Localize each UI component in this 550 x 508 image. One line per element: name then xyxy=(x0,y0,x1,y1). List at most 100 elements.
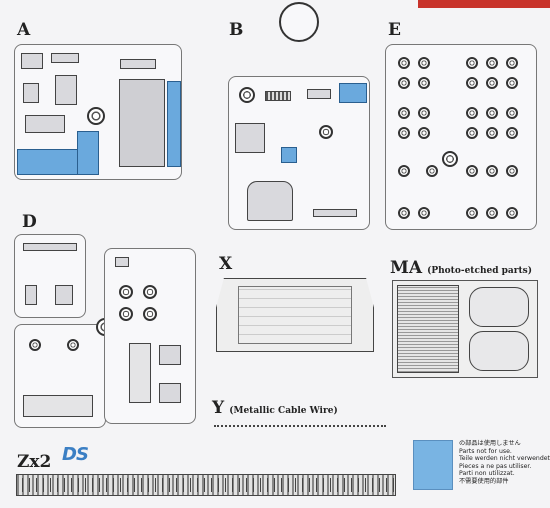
track-segment-part xyxy=(265,91,291,101)
wheel-part xyxy=(67,339,79,351)
legend-line-japanese: の部品は使用しません xyxy=(459,440,521,447)
wheel-part xyxy=(486,165,498,177)
legend-line-chinese: 不需要使用的部件 xyxy=(459,477,509,485)
part xyxy=(307,89,331,99)
sprue-b-part-ring xyxy=(279,2,319,42)
wheel-part xyxy=(506,107,518,119)
legend-line-french: Pieces a ne pas utiliser. xyxy=(459,462,532,470)
wheel-part xyxy=(29,339,41,351)
turret-part xyxy=(247,181,293,221)
wheel-part xyxy=(486,207,498,219)
sprue-ma-subtitle: (Photo-etched parts) xyxy=(427,266,532,276)
part xyxy=(120,59,156,69)
mesh-grille-part xyxy=(397,285,459,373)
sprue-hub xyxy=(442,151,458,167)
wheel-part xyxy=(486,107,498,119)
unused-part-block xyxy=(77,131,99,175)
part xyxy=(159,345,181,365)
sprue-b xyxy=(228,76,370,230)
wheel-part xyxy=(319,125,333,139)
part xyxy=(159,383,181,403)
part xyxy=(55,75,77,105)
part xyxy=(313,209,357,217)
sprue-e xyxy=(385,44,537,230)
wheel-part xyxy=(466,127,478,139)
metallic-cable-wire xyxy=(214,425,386,427)
sprue-y-subtitle: (Metallic Cable Wire) xyxy=(229,406,338,416)
wheel-part xyxy=(119,307,133,321)
part xyxy=(21,53,43,69)
unused-part-block xyxy=(281,147,297,163)
wheel-part xyxy=(398,165,410,177)
wheel-part xyxy=(398,107,410,119)
sprue-y-label: Y xyxy=(212,398,225,418)
part xyxy=(115,257,129,267)
wheel-part xyxy=(506,207,518,219)
track-link-detail xyxy=(16,478,396,492)
wheel-part xyxy=(506,127,518,139)
part xyxy=(51,53,79,63)
sprue-d-right xyxy=(104,248,196,424)
wheel-part xyxy=(398,127,410,139)
ds-logo: DS xyxy=(62,444,89,465)
legend-line-german: Teile werden nicht verwendet. xyxy=(459,455,550,463)
wheel-part xyxy=(418,207,430,219)
part xyxy=(25,285,37,305)
sprue-ma-heading: MA (Photo-etched parts) xyxy=(390,258,532,278)
hull-floor-detail xyxy=(238,286,352,344)
hull-top-part xyxy=(119,79,165,167)
part xyxy=(23,243,77,251)
part xyxy=(25,115,65,133)
wheel-part xyxy=(418,57,430,69)
wheel-part xyxy=(143,285,157,299)
sprue-d-label: D xyxy=(22,212,37,232)
sprue-e-label: E xyxy=(388,20,401,40)
wheel-part xyxy=(418,127,430,139)
photo-etched-sheet xyxy=(392,280,538,378)
part xyxy=(23,83,39,103)
wheel-part xyxy=(486,127,498,139)
wheel-part xyxy=(398,77,410,89)
sprue-hub xyxy=(87,107,105,125)
unused-part-block xyxy=(339,83,367,103)
wheel-part xyxy=(466,107,478,119)
wheel-part xyxy=(466,207,478,219)
sprue-d-left xyxy=(14,234,86,318)
wheel-part xyxy=(418,107,430,119)
wheel-part xyxy=(506,165,518,177)
legend-line-italian: Parti non utilizzat. xyxy=(459,470,515,478)
unused-part-block xyxy=(167,81,181,167)
wheel-part xyxy=(486,57,498,69)
sprue-b-label: B xyxy=(229,20,244,40)
wheel-part xyxy=(398,57,410,69)
wheel-part xyxy=(119,285,133,299)
wheel-part xyxy=(506,57,518,69)
wheel-part xyxy=(506,77,518,89)
sprue-ma-label: MA xyxy=(390,258,423,278)
legend-line-english: Parts not for use. xyxy=(459,447,512,455)
pe-frame-part xyxy=(469,287,529,327)
wheel-part xyxy=(466,77,478,89)
part xyxy=(55,285,73,305)
sprue-a xyxy=(14,44,182,180)
sprue-d-bottom-left xyxy=(14,324,106,428)
sprue-z-label: Zx2 xyxy=(17,452,52,472)
part xyxy=(23,395,93,417)
wheel-part xyxy=(398,207,410,219)
unused-parts-swatch xyxy=(413,440,453,490)
sprue-a-label: A xyxy=(17,20,31,40)
wheel-part xyxy=(466,57,478,69)
wheel-part xyxy=(486,77,498,89)
brand-banner xyxy=(418,0,550,8)
pe-frame-part xyxy=(469,331,529,371)
unused-parts-legend: の部品は使用しません Parts not for use. Teile werd… xyxy=(459,440,550,486)
sprue-x-label: X xyxy=(219,254,233,274)
unused-part-block xyxy=(17,149,81,175)
wheel-part xyxy=(426,165,438,177)
wheel-part xyxy=(466,165,478,177)
part xyxy=(235,123,265,153)
wheel-part xyxy=(418,77,430,89)
wheel-part xyxy=(143,307,157,321)
sprue-y-heading: Y (Metallic Cable Wire) xyxy=(212,398,338,418)
wheel-part xyxy=(239,87,255,103)
